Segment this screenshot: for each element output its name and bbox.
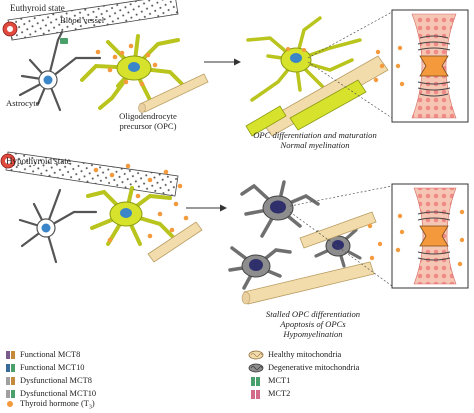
legend-functional-mct10: Functional MCT10	[20, 363, 85, 372]
hormone-dots-near-inset-top	[373, 49, 385, 83]
thyroid-hormone-dots-top	[95, 43, 158, 87]
hormone-dots-inset-bottom	[395, 209, 465, 267]
hormone-dots-inset-top	[395, 45, 405, 87]
dysfunctional-mct10-icon	[6, 390, 15, 398]
euthyroid-outcome-line2: Normal myelination	[280, 140, 350, 150]
euthyroid-state-title: Euthyroid state	[10, 3, 65, 13]
degenerating-cell-1	[240, 180, 320, 238]
unmyelinated-axons-bottom	[241, 211, 377, 305]
legend-thyroid-hormone-tail: )	[91, 399, 95, 408]
blood-vessel-top	[2, 0, 179, 41]
blood-vessel-label: Blood vessel	[60, 15, 105, 25]
legend-thyroid-hormone-text: Thyroid hormone (T	[20, 399, 89, 408]
hypothyroid-outcome-line2: Apoptosis of OPCs	[280, 319, 346, 329]
functional-mct8-icon	[6, 351, 15, 359]
axon-top	[138, 73, 209, 113]
opc-bottom	[86, 186, 176, 246]
legend-mct2: MCT2	[268, 389, 291, 398]
blood-vessel-bottom	[0, 151, 179, 197]
myelinated-axon-top	[245, 55, 389, 137]
legend-icons	[6, 350, 264, 407]
thyroid-hormone-icon	[7, 401, 13, 407]
hypothyroid-panel	[0, 151, 469, 305]
degenerating-cell-2	[228, 246, 292, 290]
hormone-dots-near-inset-bottom	[367, 223, 383, 261]
legend-functional-mct8: Functional MCT8	[20, 350, 81, 359]
hypothyroid-outcome: Stalled OPC differentiation Apoptosis of…	[238, 309, 388, 339]
astrocyte-bottom	[18, 188, 98, 264]
functional-mct10-icon	[6, 364, 15, 372]
axon-bottom	[147, 221, 203, 263]
mature-oligodendrocyte	[246, 16, 362, 106]
mct-transporter-top	[417, 35, 451, 97]
legend-degenerative-mitochondria: Degenerative mitochondria	[268, 363, 360, 372]
degenerative-mitochondria-icon	[248, 363, 264, 373]
legend-thyroid-hormone: Thyroid hormone (T3)	[20, 399, 95, 413]
hypothyroid-state-title: Hypothyroid state	[6, 156, 71, 166]
mct-on-vessel-top	[60, 38, 68, 44]
astrocyte-label: Astrocyte	[6, 98, 40, 108]
euthyroid-outcome-line1: OPC differentiation and maturation	[253, 130, 377, 140]
astrocyte-top	[18, 30, 102, 112]
zoom-line-bottom-2	[289, 211, 393, 287]
opc-label-line2: precursor (OPC)	[119, 121, 177, 131]
inset-membrane-bottom	[391, 183, 469, 289]
healthy-mitochondria-icon	[248, 350, 264, 360]
inset-membrane-top	[391, 9, 469, 123]
zoom-line-top-2	[307, 61, 393, 119]
euthyroid-outcome: OPC differentiation and maturation Norma…	[240, 130, 390, 150]
hypothyroid-outcome-line1: Stalled OPC differentiation	[265, 309, 361, 319]
legend-thyroid-hormone-sub: 3	[88, 404, 92, 411]
opc-label: Oligodendrocyte precursor (OPC)	[112, 111, 184, 131]
legend-healthy-mitochondria: Healthy mitochondria	[268, 350, 342, 359]
euthyroid-panel	[2, 0, 469, 137]
legend-mct1: MCT1	[268, 376, 291, 385]
mct2-icon	[251, 390, 260, 399]
opc-label-line1: Oligodendrocyte	[119, 111, 177, 121]
mct1-icon	[251, 377, 260, 386]
hypothyroid-outcome-line3: Hypomyelination	[283, 329, 343, 339]
thyroid-hormone-dots-bottom	[93, 163, 189, 243]
legend-dysfunctional-mct8: Dysfunctional MCT8	[20, 376, 92, 385]
zoom-line-bottom-1	[289, 185, 393, 207]
legend-dysfunctional-mct10: Dysfunctional MCT10	[20, 389, 97, 398]
mct-transporter-bottom	[417, 211, 451, 261]
dysfunctional-mct8-icon	[6, 377, 15, 385]
